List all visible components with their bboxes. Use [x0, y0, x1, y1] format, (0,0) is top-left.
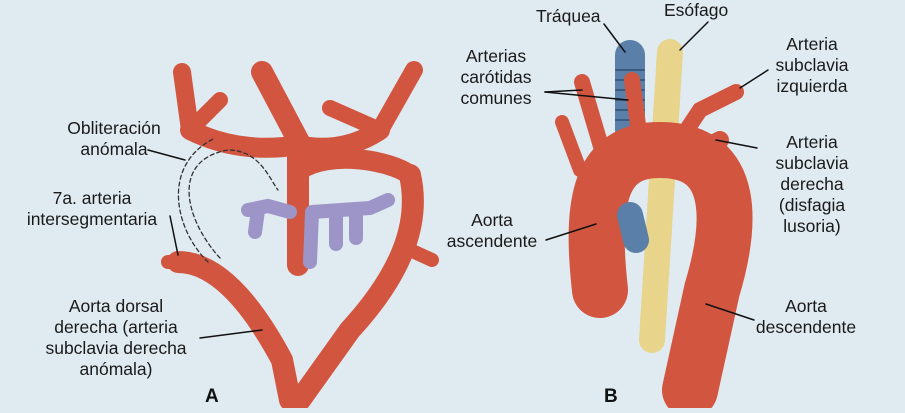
trachea-lower [617, 202, 649, 253]
purple-left-vessel [241, 198, 297, 239]
leader-obliteracion [147, 149, 186, 161]
leader-subclavia-der [715, 139, 758, 149]
label-esofago: Esófago [664, 0, 729, 20]
leader-aorta-desc [705, 303, 755, 321]
leader-interseg [169, 215, 179, 256]
label-traquea: Tráquea [536, 6, 601, 26]
leader-carotida-2 [544, 91, 629, 101]
label-arteria-intersegmentaria: 7a. arteria intersegmentaria [26, 188, 158, 229]
panel-letter-b: B [604, 386, 618, 407]
leader-carotida-1 [544, 89, 583, 93]
panel-b-drawing [544, 21, 769, 413]
obliteration-dashed-2 [177, 137, 216, 263]
label-aorta-dorsal-derecha: Aorta dorsal derecha (arteria subclavia … [45, 296, 187, 379]
panel-letter-a: A [205, 386, 219, 407]
left-fourth-arch [290, 148, 420, 185]
left-intersegmental-artery [403, 243, 439, 267]
label-aorta-ascendente: Aorta ascendente [446, 210, 538, 251]
left-dorsal-aorta [289, 164, 424, 411]
right-stub [555, 115, 587, 177]
leader-subclavia-izq [739, 69, 769, 89]
upper-right-branch [371, 61, 423, 139]
leader-aorta-dorsal [199, 329, 263, 339]
label-arterias-carotidas: Arterias carótidas comunes [460, 46, 532, 108]
panel-a-drawing [147, 61, 439, 411]
leader-esofago [679, 21, 709, 51]
aberrant-right-subclavian [691, 131, 729, 159]
label-obliteracion: Obliteración anómala [67, 118, 161, 159]
right-arch [288, 120, 390, 158]
purple-right-vessel [303, 193, 395, 269]
label-subclavia-izquierda: Arteria subclavia izquierda [775, 34, 849, 96]
esophagus [639, 39, 683, 353]
label-subclavia-derecha: Arteria subclavia derecha (disfagia luso… [775, 132, 849, 236]
obliteration-dashed-1 [188, 149, 279, 259]
aortic-arch [568, 121, 753, 413]
label-aorta-descendente: Aorta descendente [755, 296, 857, 337]
leader-aorta-asc [545, 223, 597, 241]
leader-traquea [603, 23, 626, 53]
